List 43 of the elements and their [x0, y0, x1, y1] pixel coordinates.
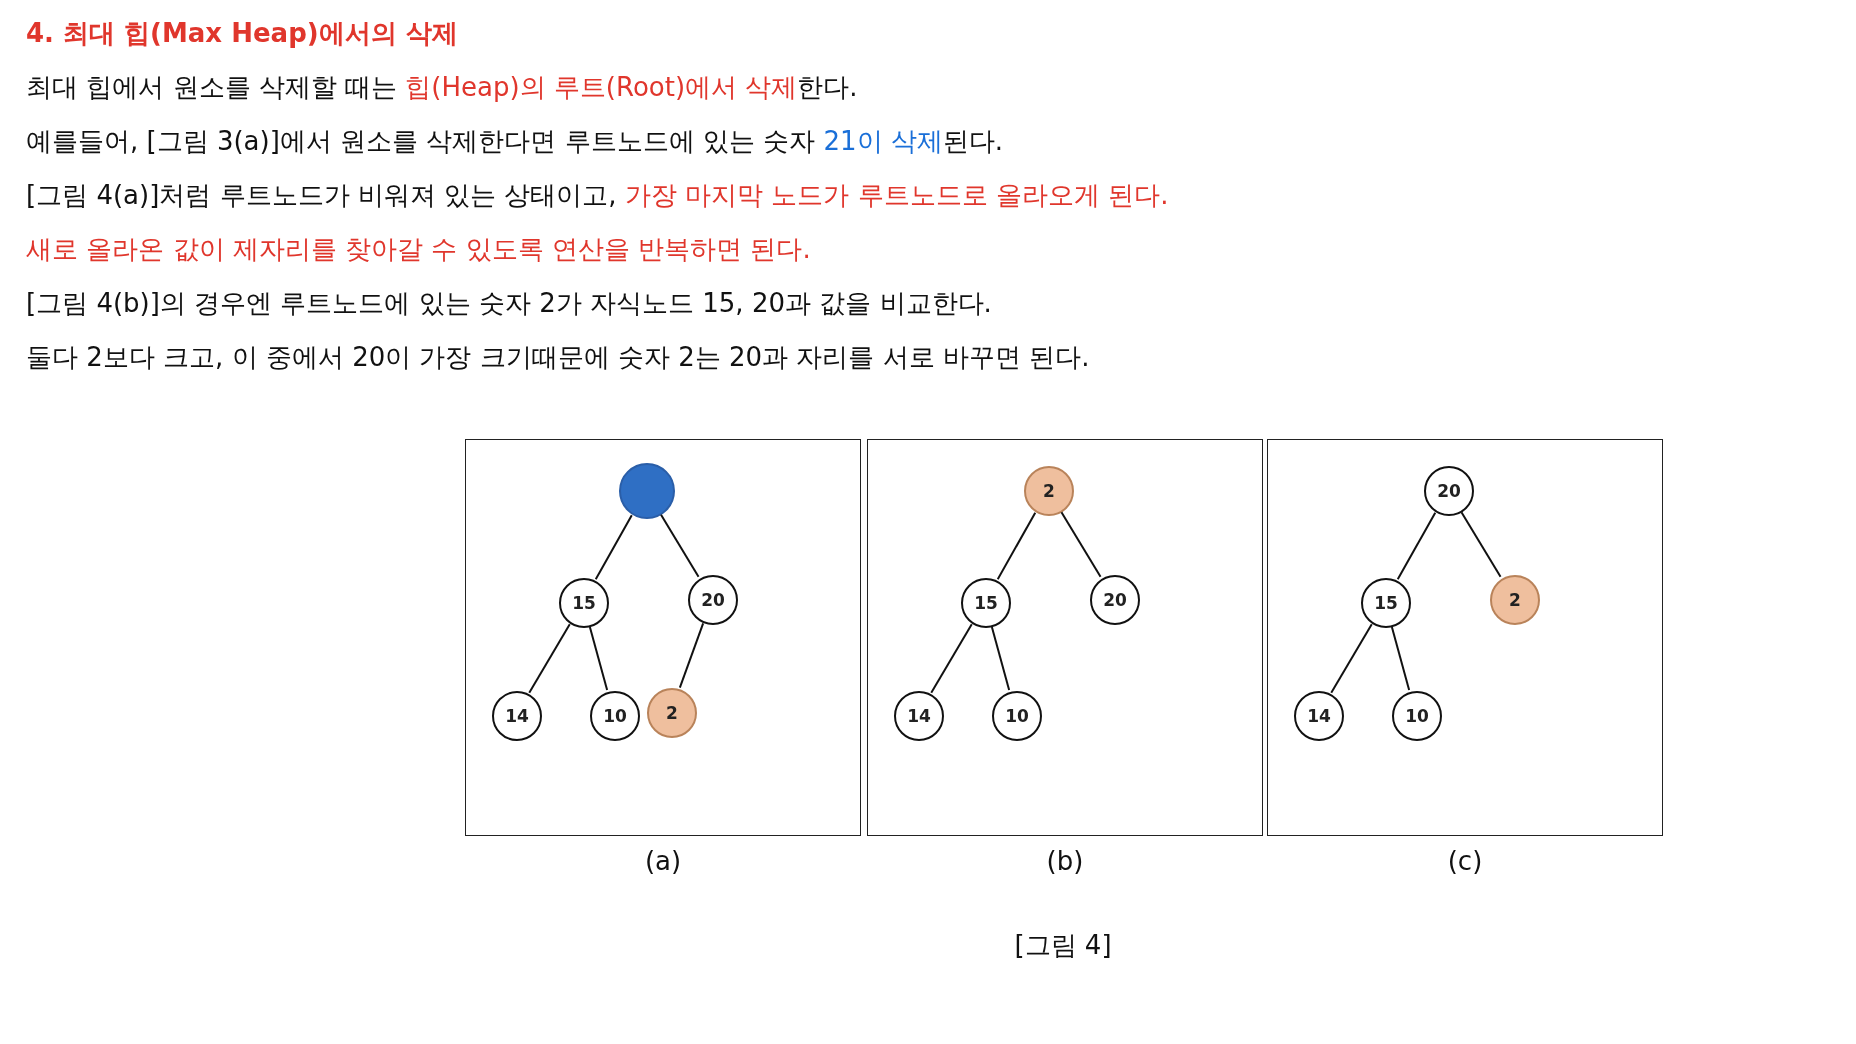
tree-edge [594, 514, 633, 581]
text-line: [그림 4(a)]처럼 루트노드가 비워져 있는 상태이고, 가장 마지막 노드가 루트노드로 올라오게 된다. [26, 179, 1169, 212]
tree-node: 10 [1392, 691, 1442, 741]
tree-edge [528, 623, 571, 694]
text-line: 둘다 2보다 크고, 이 중에서 20이 가장 크기때문에 숫자 2는 20과 자리를 서로 바꾸면 된다. [26, 341, 1090, 374]
tree-edge [1060, 511, 1102, 578]
tree-node: 20 [1090, 575, 1140, 625]
tree-edge [1390, 626, 1411, 691]
tree-edge [1396, 511, 1437, 581]
tree-edge [660, 513, 700, 578]
tree-node: 20 [688, 575, 738, 625]
figure-panel [867, 439, 1263, 836]
panel-caption: (c) [1446, 846, 1484, 876]
tree-edge [1460, 511, 1502, 578]
tree-node: 14 [894, 691, 944, 741]
tree-node: 10 [590, 691, 640, 741]
tree-edge [996, 511, 1037, 581]
tree-node: 10 [992, 691, 1042, 741]
tree-node: 15 [961, 578, 1011, 628]
tree-node: 15 [1361, 578, 1411, 628]
tree-edge [588, 626, 609, 691]
figure-caption: [그림 4] [1013, 929, 1113, 962]
tree-node: 2 [1490, 575, 1540, 625]
tree-edge [990, 626, 1011, 691]
text-line: 최대 힙에서 원소를 삭제할 때는 힙(Heap)의 루트(Root)에서 삭제한다. [26, 71, 858, 104]
panel-caption: (a) [643, 846, 683, 876]
tree-edge [678, 622, 705, 689]
tree-node: 14 [492, 691, 542, 741]
figure-panel [465, 439, 861, 836]
text-line: 예를들어, [그림 3(a)]에서 원소를 삭제한다면 루트노드에 있는 숫자 21이 삭제된다. [26, 125, 1004, 158]
tree-edge [930, 623, 973, 694]
tree-node: 14 [1294, 691, 1344, 741]
panel-caption: (b) [1045, 846, 1085, 876]
heading: 4. 최대 힙(Max Heap)에서의 삭제 [26, 17, 458, 50]
tree-node: 15 [559, 578, 609, 628]
tree-node: 20 [1424, 466, 1474, 516]
figure-panel [1267, 439, 1663, 836]
tree-node: 2 [647, 688, 697, 738]
tree-edge [1330, 623, 1373, 694]
empty-node [619, 463, 675, 519]
text-line: 새로 올라온 값이 제자리를 찾아갈 수 있도록 연산을 반복하면 된다. [26, 233, 811, 266]
text-line: [그림 4(b)]의 경우엔 루트노드에 있는 숫자 2가 자식노드 15, 20과 값을 비교한다. [26, 287, 992, 320]
tree-node: 2 [1024, 466, 1074, 516]
